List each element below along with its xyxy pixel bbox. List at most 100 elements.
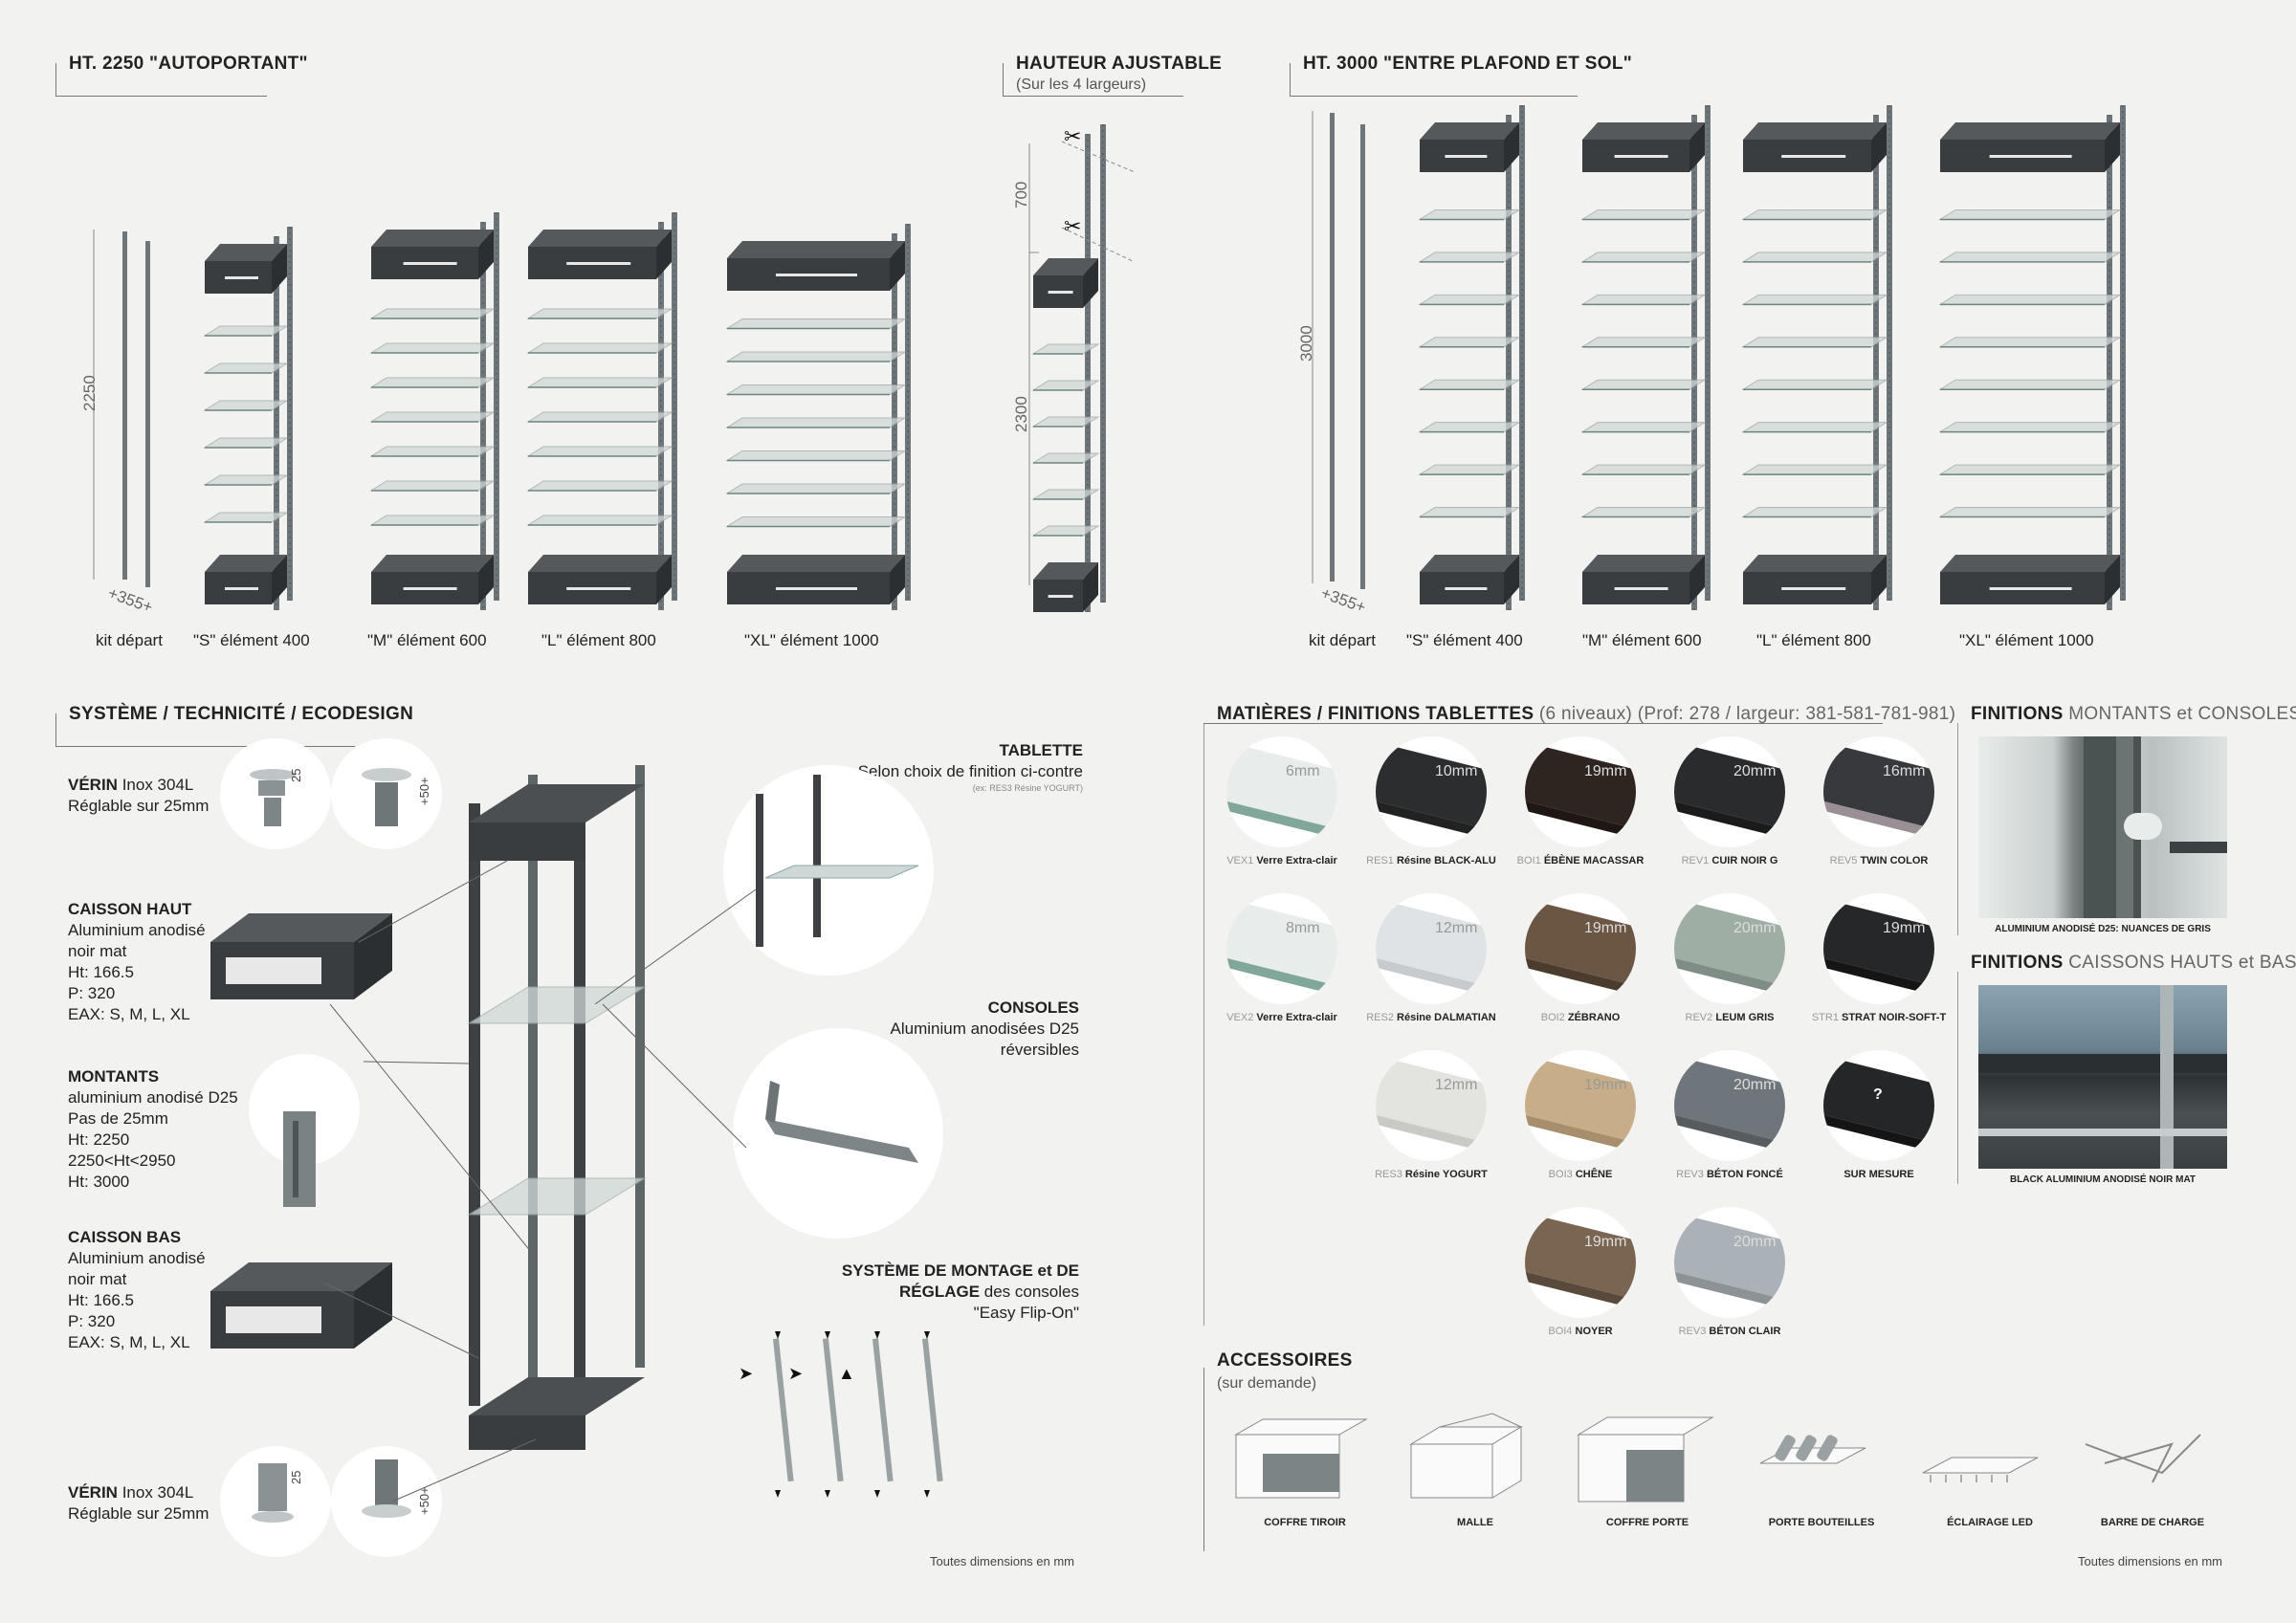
glass-shelf: [203, 512, 289, 523]
spec-caisson-haut: CAISSON HAUT Aluminium anodisé noir mat …: [68, 900, 206, 1023]
top-box: [469, 784, 645, 822]
upright-post: [1085, 134, 1091, 612]
spec-montants: MONTANTS aluminium anodisé D25 Pas de 25…: [68, 1067, 238, 1191]
detail-circle: [733, 1028, 943, 1239]
glass-shelf: [203, 400, 289, 411]
glass-shelf: [1938, 422, 2122, 433]
swatch-caption: STR1 STRAT NOIR-SOFT-T: [1811, 1012, 1947, 1023]
glass-shelf: [369, 377, 496, 388]
leader-line: [602, 1003, 747, 1149]
swatch-disc: [1823, 736, 1934, 847]
dim-2250: 2250: [80, 375, 99, 411]
swatch-vex1[interactable]: 6mm VEX1 Verre Extra-clair: [1226, 736, 1337, 870]
swatch-rev3[interactable]: 20mm REV3 BÉTON FONCÉ: [1674, 1050, 1785, 1184]
glass-shelf: [1580, 379, 1707, 390]
swatch-thickness: 19mm: [1584, 1077, 1627, 1093]
glass-shelf: [1418, 422, 1521, 433]
swatch-rev5[interactable]: 16mm REV5 TWIN COLOR: [1823, 736, 1934, 870]
swatch-rev1[interactable]: 20mm REV1 CUIR NOIR G: [1674, 736, 1785, 870]
title-bracket: [55, 63, 267, 97]
swatch-caption: RES1 Résine BLACK-ALU: [1366, 855, 1496, 866]
glass-shelf: [1741, 337, 1888, 348]
swatch-boi3[interactable]: 19mm BOI3 CHÊNE: [1525, 1050, 1636, 1184]
leader-line: [324, 1283, 479, 1359]
section-title-plafond: HT. 3000 "ENTRE PLAFOND ET SOL": [1303, 54, 1633, 74]
swatch-thickness: 20mm: [1733, 1234, 1777, 1250]
glass-shelf: [1418, 208, 1521, 220]
swatch-boi1[interactable]: 19mm BOI1 ÉBÈNE MACASSAR: [1517, 736, 1644, 870]
swatch-str1[interactable]: 19mm STR1 STRAT NOIR-SOFT-T: [1812, 893, 1946, 1027]
swatch-res1[interactable]: 10mm RES1 Résine BLACK-ALU: [1366, 736, 1496, 870]
verin-detail: [375, 1459, 398, 1505]
glass-shelf: [725, 450, 907, 461]
glass-shelf: [1741, 379, 1888, 390]
glass-shelf: [369, 342, 496, 354]
label-element-xl: "XL" élément 1000: [744, 631, 879, 649]
swatch-disc: [1823, 1050, 1934, 1161]
glass-shelf: [203, 362, 289, 374]
glass-shelf: [1418, 252, 1521, 263]
swatch-thickness: 20mm: [1733, 763, 1777, 779]
glass-shelf: [369, 411, 496, 423]
glass-shelf: [1580, 464, 1707, 475]
scissors-icon: ✂: [1064, 124, 1081, 148]
label-element-l: "L" élément 800: [541, 631, 656, 649]
swatch-thickness: 20mm: [1733, 1077, 1777, 1093]
glass-shelf: [369, 515, 496, 526]
divider-finitions: [1957, 972, 1958, 1184]
section-title-autoportant: HT. 2250 "AUTOPORTANT": [69, 54, 308, 74]
glass-shelf: [1938, 379, 2122, 390]
swatch-disc: [1525, 893, 1636, 1004]
glass-shelf: [1418, 464, 1521, 475]
glass-shelf: [526, 342, 673, 354]
swatch-caption: BOI4 NOYER: [1548, 1326, 1613, 1337]
accessory-label: PORTE BOUTEILLES: [1768, 1517, 1875, 1528]
swatch-thickness: 10mm: [1435, 763, 1478, 779]
dim-25-top: 25: [289, 768, 303, 782]
label-kit-depart: kit départ: [96, 631, 163, 649]
swatch-disc: [1823, 893, 1934, 1004]
title-bracket: [1003, 63, 1183, 97]
swatch-disc: [1525, 1050, 1636, 1161]
glass-shelf: [725, 483, 907, 494]
glass-shelf: [1741, 252, 1888, 263]
leader-line: [329, 1003, 537, 1259]
shelving-illustrations: ✂✂: [93, 105, 2126, 612]
label-element-m: "M" élément 600: [1582, 631, 1702, 649]
swatch-caption: REV1 CUIR NOIR G: [1681, 855, 1778, 866]
spec-caisson-bas: CAISSON BAS Aluminium anodisé noir mat H…: [68, 1228, 206, 1351]
photo-caissons: [1978, 985, 2227, 1169]
leader-line: [391, 1438, 537, 1502]
glass-shelf: [1580, 337, 1707, 348]
arrow-icon: ➤: [788, 1364, 803, 1383]
swatch-rev3[interactable]: 20mm REV3 BÉTON CLAIR: [1674, 1207, 1785, 1341]
swatch-res3[interactable]: 12mm RES3 Résine YOGURT: [1375, 1050, 1488, 1184]
glass-shelf: [1938, 507, 2122, 518]
swatch-disc: [1674, 893, 1785, 1004]
glass-shelf: [725, 384, 907, 395]
title-underline: [1203, 723, 1883, 724]
glass-shelf: [1938, 252, 2122, 263]
swatch-boi4[interactable]: 19mm BOI4 NOYER: [1525, 1207, 1636, 1341]
swatch-sur-mesure[interactable]: ? SUR MESURE: [1823, 1050, 1934, 1184]
photo-montants: [1978, 736, 2227, 918]
swatch-vex2[interactable]: 8mm VEX2 Verre Extra-clair: [1226, 893, 1337, 1027]
swatch-res2[interactable]: 12mm RES2 Résine DALMATIAN: [1366, 893, 1496, 1027]
swatch-caption: BOI2 ZÉBRANO: [1540, 1012, 1621, 1023]
swatch-rev2[interactable]: 20mm REV2 LEUM GRIS: [1674, 893, 1785, 1027]
section-subtitle-ajustable: (Sur les 4 largeurs): [1016, 77, 1147, 93]
glass-shelf: [1938, 464, 2122, 475]
section-title-accessoires: ACCESSOIRES: [1217, 1350, 1353, 1371]
swatch-disc: [1674, 1207, 1785, 1318]
accessory-label: COFFRE TIROIR: [1264, 1517, 1346, 1528]
title-bracket: [55, 713, 355, 747]
glass-shelf: [526, 377, 673, 388]
swatch-caption: VEX2 Verre Extra-clair: [1226, 1012, 1337, 1023]
console-detail: [765, 1119, 918, 1163]
bracket-step: [921, 1338, 943, 1482]
upright-post: [528, 775, 538, 1377]
swatch-boi2[interactable]: 19mm BOI2 ZÉBRANO: [1525, 893, 1636, 1027]
swatch-disc: [1226, 736, 1337, 847]
glass-shelf: [526, 515, 673, 526]
dim-2300: 2300: [1012, 396, 1030, 432]
